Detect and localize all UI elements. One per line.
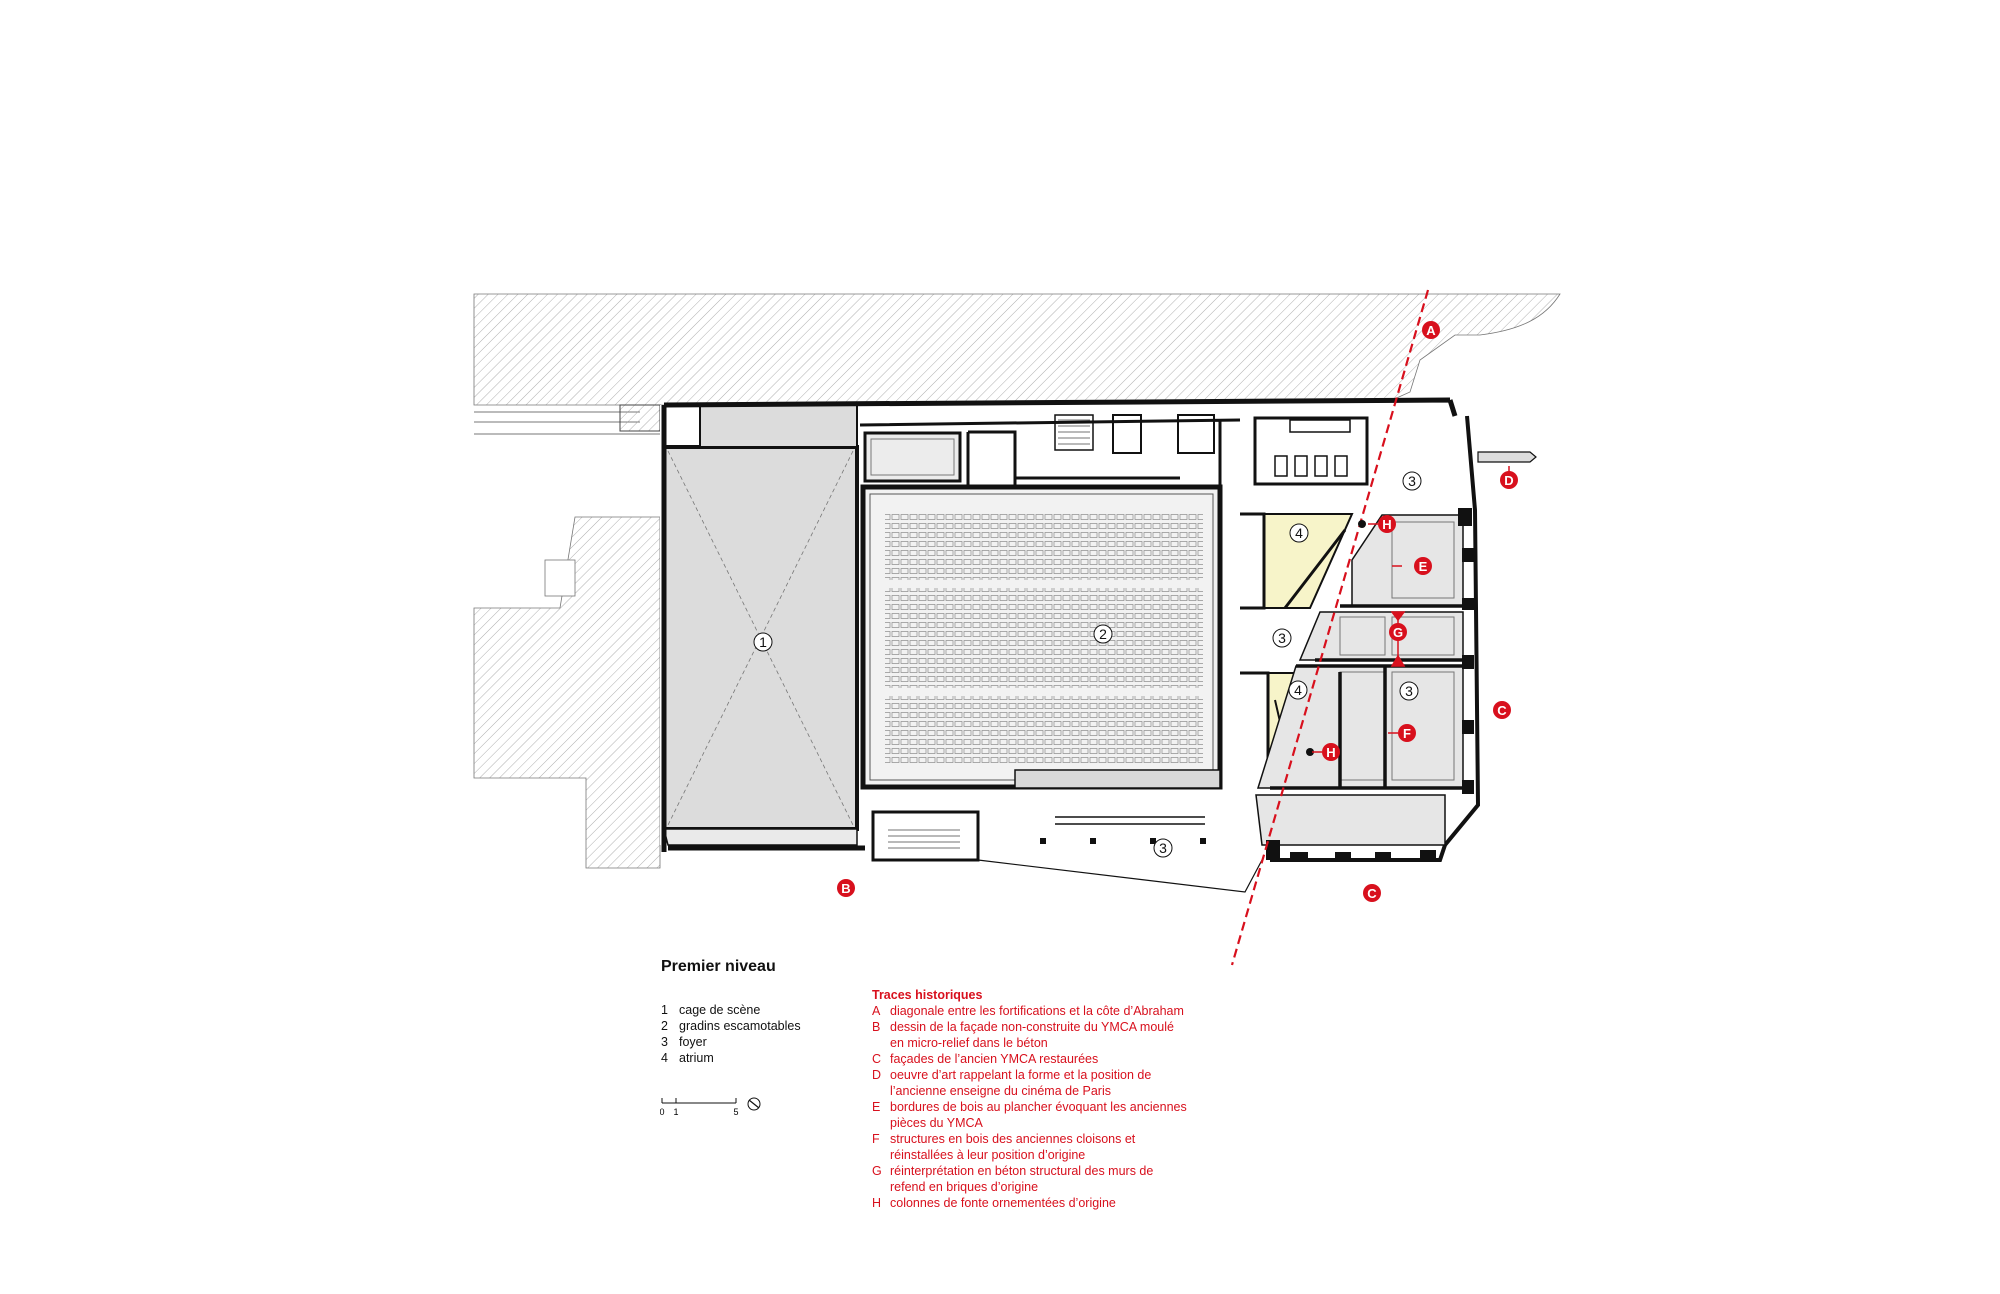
svg-text:1: 1 bbox=[759, 634, 767, 650]
south-edge bbox=[977, 859, 1263, 893]
seating-aisle bbox=[885, 688, 1203, 696]
svg-text:A: A bbox=[1426, 323, 1436, 338]
exterior-wall-east bbox=[1270, 415, 1481, 862]
svg-text:4: 4 bbox=[1294, 682, 1302, 698]
auditorium-lower-band bbox=[1014, 769, 1221, 789]
stage-apron bbox=[663, 828, 858, 846]
svg-text:1: 1 bbox=[673, 1107, 678, 1117]
stage-fly-top bbox=[699, 404, 858, 448]
svg-text:F: F bbox=[1403, 726, 1411, 741]
svg-text:H: H bbox=[1326, 745, 1335, 760]
south-columns bbox=[1040, 838, 1206, 844]
room-label-1: 1 bbox=[753, 632, 773, 652]
room-label-3-south: 3 bbox=[1153, 838, 1173, 858]
room-north bbox=[863, 431, 962, 483]
svg-text:4: 4 bbox=[1295, 525, 1303, 541]
context-hatch-north bbox=[473, 293, 1561, 411]
cast-iron-column bbox=[1306, 748, 1314, 756]
north-arrow-icon bbox=[747, 1097, 761, 1111]
svg-text:5: 5 bbox=[733, 1107, 738, 1117]
diagonal-trace-A bbox=[1230, 289, 1430, 966]
atrium-walls bbox=[1240, 512, 1270, 770]
stair-north-treads bbox=[1058, 419, 1090, 445]
seating-block bbox=[885, 512, 1203, 764]
marker-D: D bbox=[1500, 471, 1518, 489]
room-label-4-north: 4 bbox=[1289, 523, 1309, 543]
marker-C-south: C bbox=[1363, 884, 1381, 902]
elevator-north-2 bbox=[1177, 414, 1215, 454]
svg-text:3: 3 bbox=[1159, 840, 1167, 856]
marker-G: G bbox=[1389, 623, 1407, 641]
svg-text:C: C bbox=[1367, 886, 1377, 901]
cast-iron-column bbox=[1358, 520, 1366, 528]
svg-text:3: 3 bbox=[1278, 630, 1286, 646]
exterior-wall bbox=[661, 397, 1458, 852]
svg-text:3: 3 bbox=[1405, 683, 1413, 699]
marker-arrows bbox=[1312, 466, 1510, 753]
ymca-walls bbox=[1270, 604, 1470, 790]
marker-H-north: H bbox=[1378, 515, 1396, 533]
elevator-north bbox=[1112, 414, 1142, 454]
svg-text:G: G bbox=[1393, 625, 1403, 640]
room-label-2: 2 bbox=[1093, 624, 1113, 644]
traces-title: Traces historiques bbox=[872, 988, 983, 1002]
svg-text:E: E bbox=[1419, 559, 1428, 574]
marker-A: A bbox=[1422, 321, 1440, 339]
marker-C-east: C bbox=[1493, 701, 1511, 719]
svg-text:C: C bbox=[1497, 703, 1507, 718]
room-label-4-south: 4 bbox=[1288, 680, 1308, 700]
washroom-stalls bbox=[1274, 419, 1351, 477]
svg-text:2: 2 bbox=[1099, 626, 1107, 642]
scale-bar: 0 1 5 bbox=[660, 1097, 761, 1117]
svg-text:3: 3 bbox=[1408, 473, 1416, 489]
svg-text:0: 0 bbox=[660, 1107, 665, 1117]
ymca-room-G bbox=[1298, 611, 1464, 661]
context-small-block bbox=[544, 559, 576, 597]
stair-north bbox=[1054, 414, 1094, 451]
svg-text:B: B bbox=[841, 881, 850, 896]
walls-north bbox=[859, 418, 1241, 495]
stair-south bbox=[871, 810, 980, 862]
atrium-stair bbox=[1283, 529, 1347, 609]
room-label-3-east: 3 bbox=[1399, 681, 1419, 701]
stair-west bbox=[619, 404, 661, 432]
room-label-3-north: 3 bbox=[1402, 471, 1422, 491]
stair-south-treads bbox=[888, 829, 960, 849]
svg-text:D: D bbox=[1504, 473, 1513, 488]
washrooms bbox=[1253, 416, 1369, 486]
seating-aisle bbox=[885, 580, 1203, 588]
legend-title: Premier niveau bbox=[661, 958, 776, 975]
room-north-inner bbox=[870, 438, 955, 476]
marker-B: B bbox=[837, 879, 855, 897]
ymca-piers bbox=[1266, 508, 1474, 862]
room-label-3-center: 3 bbox=[1272, 628, 1292, 648]
marker-H-south: H bbox=[1322, 743, 1340, 761]
marker-E: E bbox=[1414, 557, 1432, 575]
ymca-room-south bbox=[1255, 794, 1446, 846]
artwork-sign bbox=[1477, 451, 1537, 463]
svg-text:H: H bbox=[1382, 517, 1391, 532]
marker-F: F bbox=[1398, 724, 1416, 742]
